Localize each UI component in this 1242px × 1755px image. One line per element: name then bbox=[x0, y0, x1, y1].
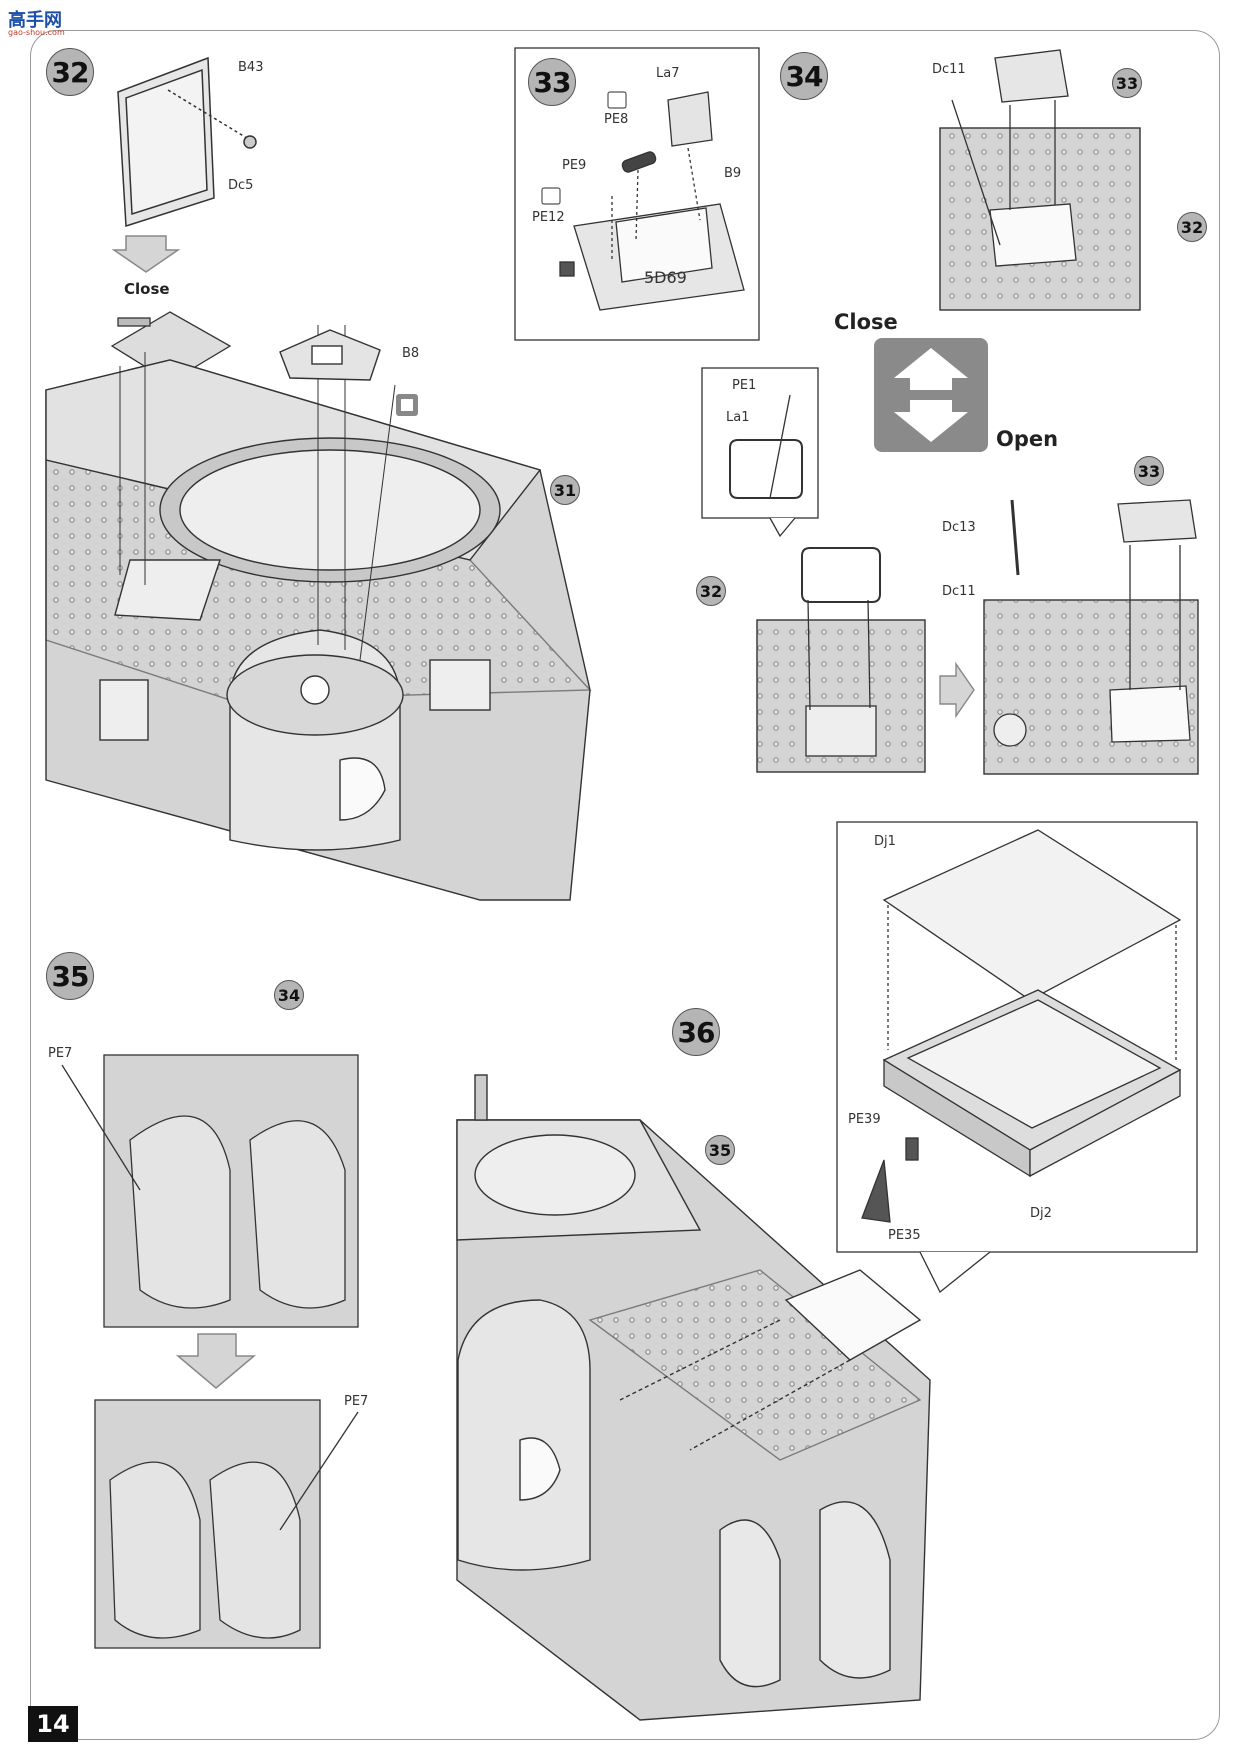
watermark-subtext: gao-shou.com bbox=[8, 28, 65, 37]
ref-badge-32-step34-left: 32 bbox=[696, 576, 726, 606]
crate-parts bbox=[861, 829, 1182, 1223]
part-label-pe7-bottom: PE7 bbox=[344, 1394, 369, 1409]
step-number-34: 34 bbox=[780, 52, 828, 100]
page-number: 14 bbox=[28, 1706, 78, 1742]
right-arrow-icon bbox=[939, 661, 975, 719]
part-label-dc11-top: Dc11 bbox=[932, 62, 966, 77]
ref-badge-33-step34-right: 33 bbox=[1134, 456, 1164, 486]
ref-badge-32-step34-top: 32 bbox=[1177, 212, 1207, 242]
part-label-dc11-right: Dc11 bbox=[942, 584, 976, 599]
ref-badge-35: 35 bbox=[705, 1135, 735, 1165]
step-number-36: 36 bbox=[672, 1008, 720, 1056]
step-number-32: 32 bbox=[46, 48, 94, 96]
ref-badge-31: 31 bbox=[550, 475, 580, 505]
down-arrow-icon bbox=[111, 235, 181, 273]
part-label-b8: B8 bbox=[402, 346, 420, 361]
step35-bottom-view bbox=[94, 1399, 359, 1649]
part-label-la1: La1 bbox=[726, 410, 750, 425]
step34-antenna-callout bbox=[701, 367, 819, 538]
open-label-step34: Open bbox=[996, 427, 1059, 451]
part-label-dc5: Dc5 bbox=[228, 178, 254, 193]
step34-hull-detail bbox=[939, 49, 1141, 311]
step-number-35: 35 bbox=[46, 952, 94, 1000]
part-label-dc13: Dc13 bbox=[942, 520, 976, 535]
page-frame bbox=[30, 30, 1220, 1740]
part-label-pe7-top: PE7 bbox=[48, 1046, 73, 1061]
cupola-part-b8 bbox=[279, 329, 381, 381]
step35-top-view bbox=[61, 1054, 359, 1328]
part-label-b43: B43 bbox=[238, 60, 264, 75]
part-label-pe35: PE35 bbox=[888, 1228, 921, 1243]
part-label-pe9: PE9 bbox=[562, 158, 587, 173]
step34-hull-left bbox=[756, 547, 926, 773]
close-label-step34: Close bbox=[834, 310, 898, 334]
part-label-dj1: Dj1 bbox=[874, 834, 896, 849]
part-label-la7: La7 bbox=[656, 66, 680, 81]
step36-hull bbox=[456, 1074, 931, 1721]
step33-parts bbox=[559, 91, 745, 311]
photo-etch-icon bbox=[541, 91, 627, 205]
part-label-pe8: PE8 bbox=[604, 112, 629, 127]
ref-badge-33-step34-top: 33 bbox=[1112, 68, 1142, 98]
step-number-33: 33 bbox=[528, 58, 576, 106]
ref-badge-34: 34 bbox=[274, 980, 304, 1010]
part-label-pe12: PE12 bbox=[532, 210, 565, 225]
part-label-pe1: PE1 bbox=[732, 378, 757, 393]
open-close-arrow-icon bbox=[874, 338, 988, 452]
close-label-step32: Close bbox=[124, 280, 170, 298]
part-label-b9: B9 bbox=[724, 166, 742, 181]
down-arrow-icon bbox=[175, 1333, 257, 1389]
part-label-dj2: Dj2 bbox=[1030, 1206, 1052, 1221]
step32-hatch-door bbox=[117, 56, 257, 228]
hull-marking-5d69: 5D69 bbox=[644, 268, 687, 287]
step34-hull-right bbox=[983, 499, 1199, 775]
watermark-logo: 高手网 bbox=[8, 10, 62, 31]
decal-icon bbox=[396, 394, 418, 416]
part-label-pe39: PE39 bbox=[848, 1112, 881, 1127]
